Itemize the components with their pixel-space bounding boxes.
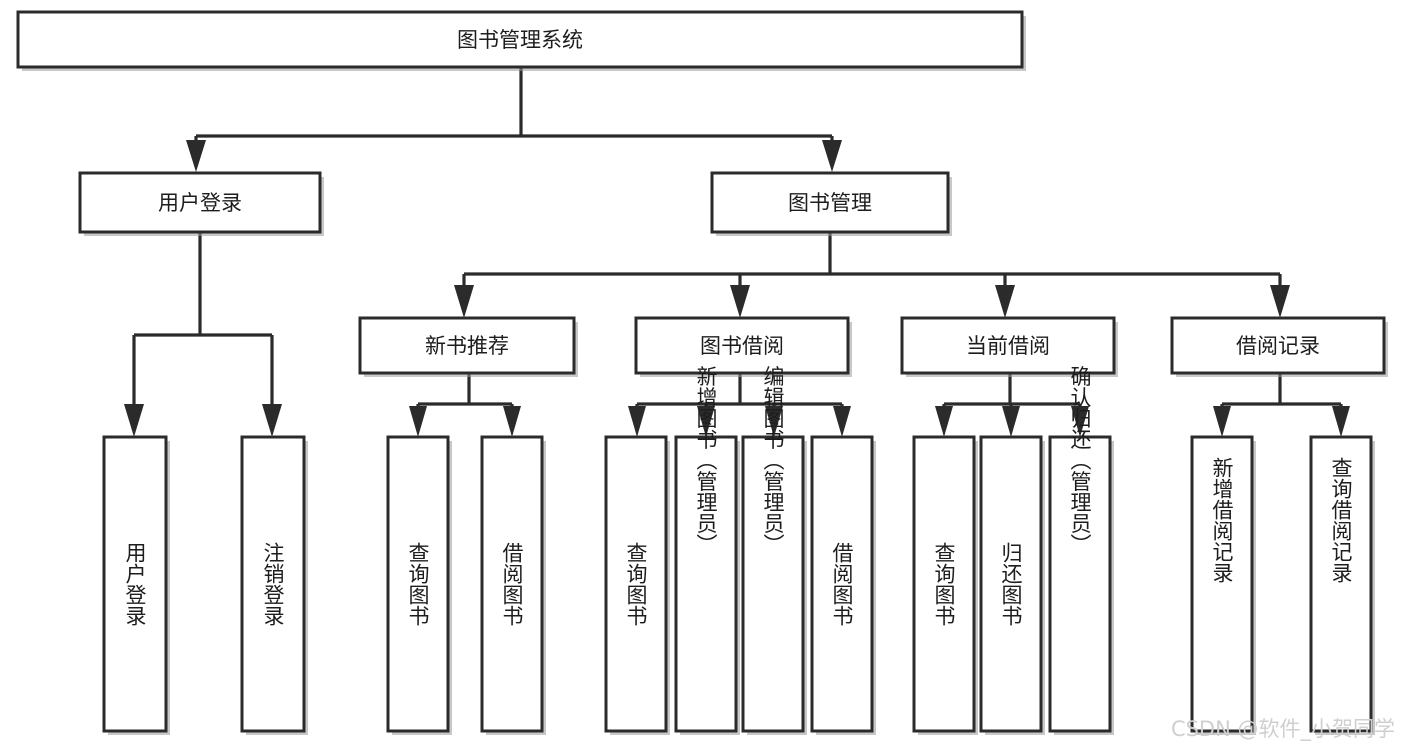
book-borrow-box <box>634 316 850 375</box>
leaf-query-book-3-box <box>912 435 976 733</box>
leaf-logout-login-label: 注销登录 <box>261 542 285 626</box>
node-leaf-add-book[interactable]: 新增图书（管理员） <box>674 366 740 736</box>
arrowhead-leaf-edit-book <box>765 406 783 437</box>
arrowhead-leaf-add-record <box>1213 406 1231 437</box>
arrowhead-new-book-recommend <box>454 285 474 318</box>
leaf-query-record-label: 查询借阅记录 <box>1329 457 1353 583</box>
borrow-record-label: 借阅记录 <box>1236 334 1320 358</box>
node-leaf-borrow-book-2[interactable]: 借阅图书 <box>810 435 876 735</box>
arrowhead-borrow-record <box>1270 285 1290 318</box>
node-leaf-user-login[interactable]: 用户登录 <box>102 435 170 735</box>
arrowhead-book-borrow <box>730 285 750 318</box>
leaf-query-book-1-box <box>386 435 450 733</box>
book-management-label: 图书管理 <box>788 191 872 215</box>
csdn-watermark: CSDN @软件_小贺同学 <box>1171 717 1395 742</box>
leaf-query-record-box <box>1309 435 1373 733</box>
leaf-query-book-2-box <box>604 435 668 733</box>
leaf-add-record-box <box>1190 435 1254 733</box>
leaf-edit-book-label: 编辑图书（管理员） <box>761 366 785 555</box>
user-login-label: 用户登录 <box>158 191 242 215</box>
leaf-return-book-label: 归还图书 <box>999 542 1023 626</box>
root-label: 图书管理系统 <box>457 28 583 52</box>
arrowhead-leaf-confirm-return <box>1071 406 1089 437</box>
node-borrow-record[interactable]: 借阅记录 <box>1170 316 1388 377</box>
leaf-add-book-label: 新增图书（管理员） <box>694 366 718 555</box>
leaf-return-book-box <box>979 435 1043 733</box>
leaf-edit-book-box <box>741 435 805 733</box>
node-leaf-query-book-1[interactable]: 查询图书 <box>386 435 452 735</box>
leaf-query-book-1-label: 查询图书 <box>406 542 430 626</box>
arrowhead-leaf-query-book-2 <box>628 406 646 437</box>
leaf-query-book-3-label: 查询图书 <box>932 542 956 626</box>
root-box <box>16 10 1024 69</box>
node-leaf-query-record[interactable]: 查询借阅记录 <box>1309 435 1375 735</box>
arrowhead-user-login <box>186 140 206 172</box>
node-user-login[interactable]: 用户登录 <box>78 171 324 236</box>
leaf-confirm-return-label: 确认归还（管理员） <box>1068 366 1092 555</box>
arrowhead-leaf-borrow-book-2 <box>833 406 851 437</box>
leaf-user-login-label: 用户登录 <box>123 542 147 626</box>
arrowhead-leaf-query-book-1 <box>409 406 427 437</box>
new-book-recommend-label: 新书推荐 <box>425 334 509 358</box>
leaf-logout-login-box <box>240 435 306 733</box>
user-login-box <box>78 171 322 234</box>
borrow-record-box <box>1170 316 1386 375</box>
leaf-borrow-book-1-label: 借阅图书 <box>500 542 524 626</box>
leaf-user-login-box <box>102 435 168 733</box>
leaf-confirm-return-box <box>1048 435 1112 733</box>
arrowhead-leaf-user-login <box>124 404 144 437</box>
node-root-book-management-system[interactable]: 图书管理系统 <box>16 10 1026 71</box>
node-book-management[interactable]: 图书管理 <box>710 171 952 236</box>
new-book-recommend-box <box>358 316 576 375</box>
node-leaf-add-record[interactable]: 新增借阅记录 <box>1190 435 1256 735</box>
arrowhead-leaf-borrow-book-1 <box>503 406 521 437</box>
node-leaf-query-book-2[interactable]: 查询图书 <box>604 435 670 735</box>
arrowhead-current-borrow <box>995 285 1015 318</box>
node-leaf-confirm-return[interactable]: 确认归还（管理员） <box>1048 366 1114 736</box>
leaf-add-book-box <box>674 435 738 733</box>
arrowhead-leaf-query-record <box>1332 406 1350 437</box>
leaf-query-book-2-label: 查询图书 <box>624 542 648 626</box>
node-leaf-logout-login[interactable]: 注销登录 <box>240 435 308 735</box>
node-leaf-borrow-book-1[interactable]: 借阅图书 <box>480 435 546 735</box>
arrowhead-book-management <box>822 140 842 172</box>
node-new-book-recommend[interactable]: 新书推荐 <box>358 316 578 377</box>
current-borrow-box <box>900 316 1116 375</box>
edge-layer <box>124 67 1350 437</box>
node-current-borrow[interactable]: 当前借阅 <box>900 316 1118 377</box>
leaf-add-record-label: 新增借阅记录 <box>1210 457 1234 583</box>
arrowhead-leaf-add-book <box>697 406 715 437</box>
current-borrow-label: 当前借阅 <box>966 334 1050 358</box>
node-leaf-edit-book[interactable]: 编辑图书（管理员） <box>741 366 807 736</box>
node-leaf-return-book[interactable]: 归还图书 <box>979 435 1045 735</box>
leaf-borrow-book-2-label: 借阅图书 <box>830 542 854 626</box>
node-book-borrow[interactable]: 图书借阅 <box>634 316 852 377</box>
leaf-borrow-book-1-box <box>480 435 544 733</box>
book-management-box <box>710 171 950 234</box>
node-leaf-query-book-3[interactable]: 查询图书 <box>912 435 978 735</box>
arrowhead-leaf-return-book <box>1002 406 1020 437</box>
arrowhead-leaf-query-book-3 <box>935 406 953 437</box>
book-borrow-label: 图书借阅 <box>700 334 784 358</box>
arrowhead-leaf-logout-login <box>262 404 282 437</box>
leaf-borrow-book-2-box <box>810 435 874 733</box>
